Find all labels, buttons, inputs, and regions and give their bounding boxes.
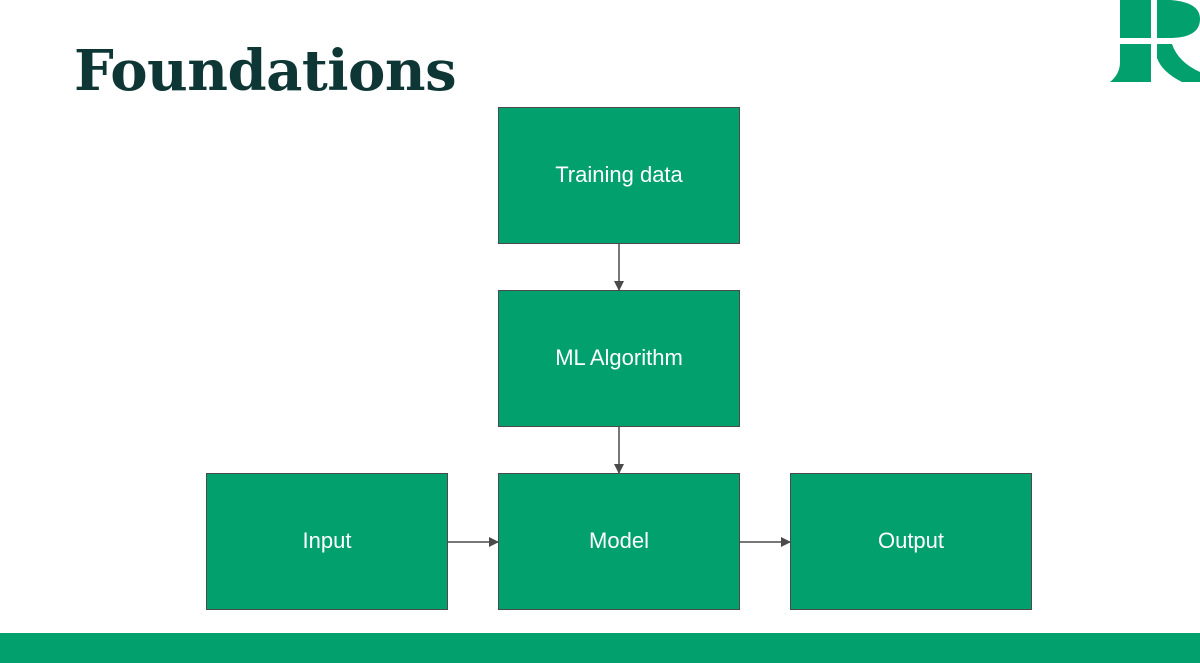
node-output-label: Output	[878, 528, 944, 553]
brand-r-logo-icon	[1110, 0, 1200, 82]
node-input: Input	[206, 473, 448, 610]
node-output: Output	[790, 473, 1032, 610]
node-model: Model	[498, 473, 740, 610]
node-training-data: Training data	[498, 107, 740, 244]
slide-title: Foundations	[74, 38, 457, 104]
footer-bar	[0, 633, 1200, 663]
node-input-label: Input	[303, 528, 352, 553]
node-ml-algorithm: ML Algorithm	[498, 290, 740, 427]
node-training-data-label: Training data	[555, 162, 683, 187]
node-ml-algorithm-label: ML Algorithm	[555, 345, 683, 370]
node-model-label: Model	[589, 528, 649, 553]
